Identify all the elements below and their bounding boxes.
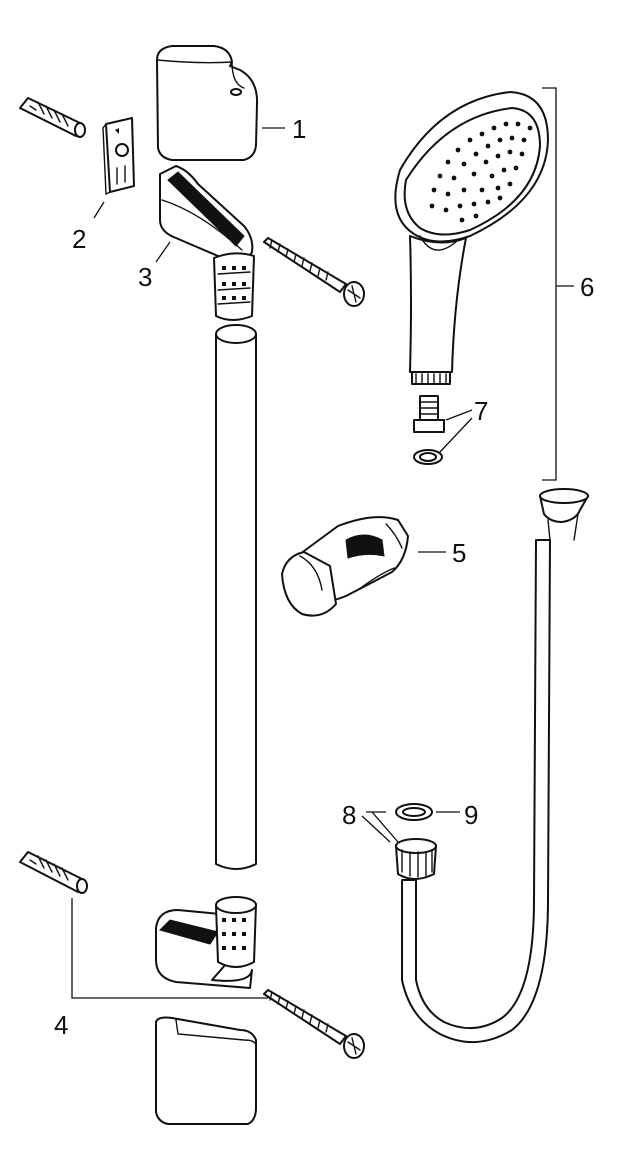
bottom-cover-cap: [155, 1016, 257, 1125]
callout-7: 7: [474, 396, 488, 426]
wall-plug: [19, 97, 86, 138]
slide-bar: [215, 324, 257, 870]
callout-5: 5: [452, 538, 466, 568]
callout-3: 3: [138, 262, 152, 292]
callout-leader-7: [439, 409, 473, 453]
lower-bracket: [155, 896, 257, 989]
callout-leader-3: [155, 241, 171, 263]
hose-nut: [395, 838, 437, 880]
callout-leader-8: [361, 811, 399, 843]
spray-nozzle-pattern: [429, 121, 533, 223]
callout-leader-2: [93, 201, 105, 219]
top-cover-cap: [156, 45, 259, 161]
callout-4: 4: [54, 1010, 68, 1040]
callout-2: 2: [72, 224, 86, 254]
callout-9: 9: [464, 800, 478, 830]
hand-shower: [394, 91, 549, 385]
callout-8: 8: [342, 800, 356, 830]
mounting-screw-lower: [263, 989, 365, 1059]
wall-plug-lower: [19, 851, 88, 894]
flow-limiter: [413, 395, 445, 433]
shower-holder: [281, 516, 409, 617]
wall-mount-plate: [102, 117, 135, 196]
hose-seal: [395, 803, 433, 821]
callout-6: 6: [580, 272, 594, 302]
callout-1: 1: [292, 114, 306, 144]
callout-bracket-6: [542, 87, 574, 481]
upper-bracket: [159, 165, 255, 321]
shower-hose: [401, 488, 589, 1044]
callout-leader-4: [71, 898, 268, 999]
seal-ring: [413, 449, 443, 465]
mounting-screw: [263, 237, 365, 307]
